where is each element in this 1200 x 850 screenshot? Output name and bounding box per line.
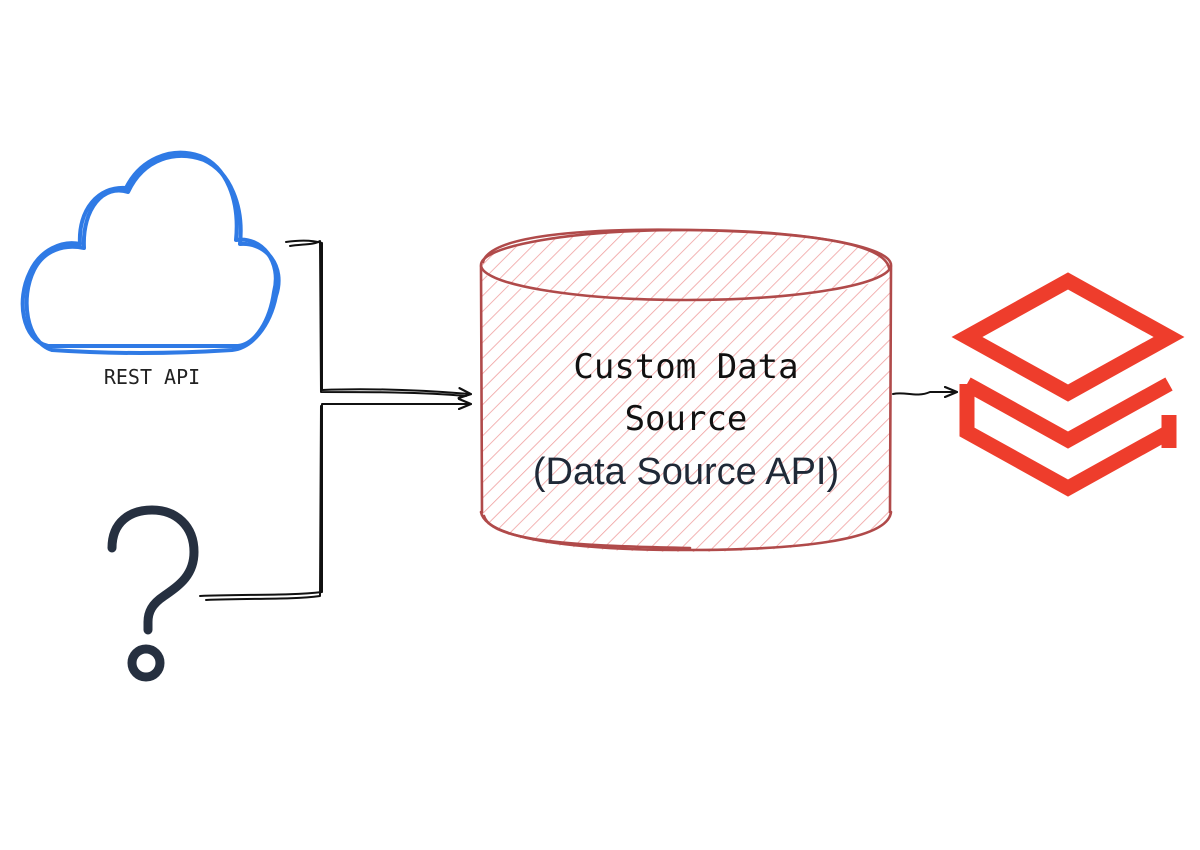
rest-api-label: REST API (104, 365, 200, 389)
custom-data-source-label-line1: Custom Data (573, 347, 798, 387)
unknown-source-connector (199, 404, 470, 597)
question-mark-icon (107, 505, 199, 682)
database-cylinder-icon (479, 228, 893, 552)
connector-lines (199, 239, 956, 601)
rest-api-connector-sketch (289, 240, 467, 397)
unknown-source-node (107, 505, 199, 682)
databricks-logo-icon (951, 272, 1185, 497)
destination-node (951, 272, 1185, 497)
rest-api-connector (285, 239, 470, 394)
custom-data-source-label-line2: Source (625, 399, 748, 439)
cloud-icon (20, 150, 281, 355)
rest-api-node: REST API (20, 150, 281, 389)
custom-data-source-label-line3: (Data Source API) (533, 451, 839, 493)
custom-data-source-node: Custom Data Source (Data Source API) (479, 228, 893, 552)
unknown-source-connector-sketch (205, 405, 322, 601)
destination-connector (892, 392, 956, 395)
